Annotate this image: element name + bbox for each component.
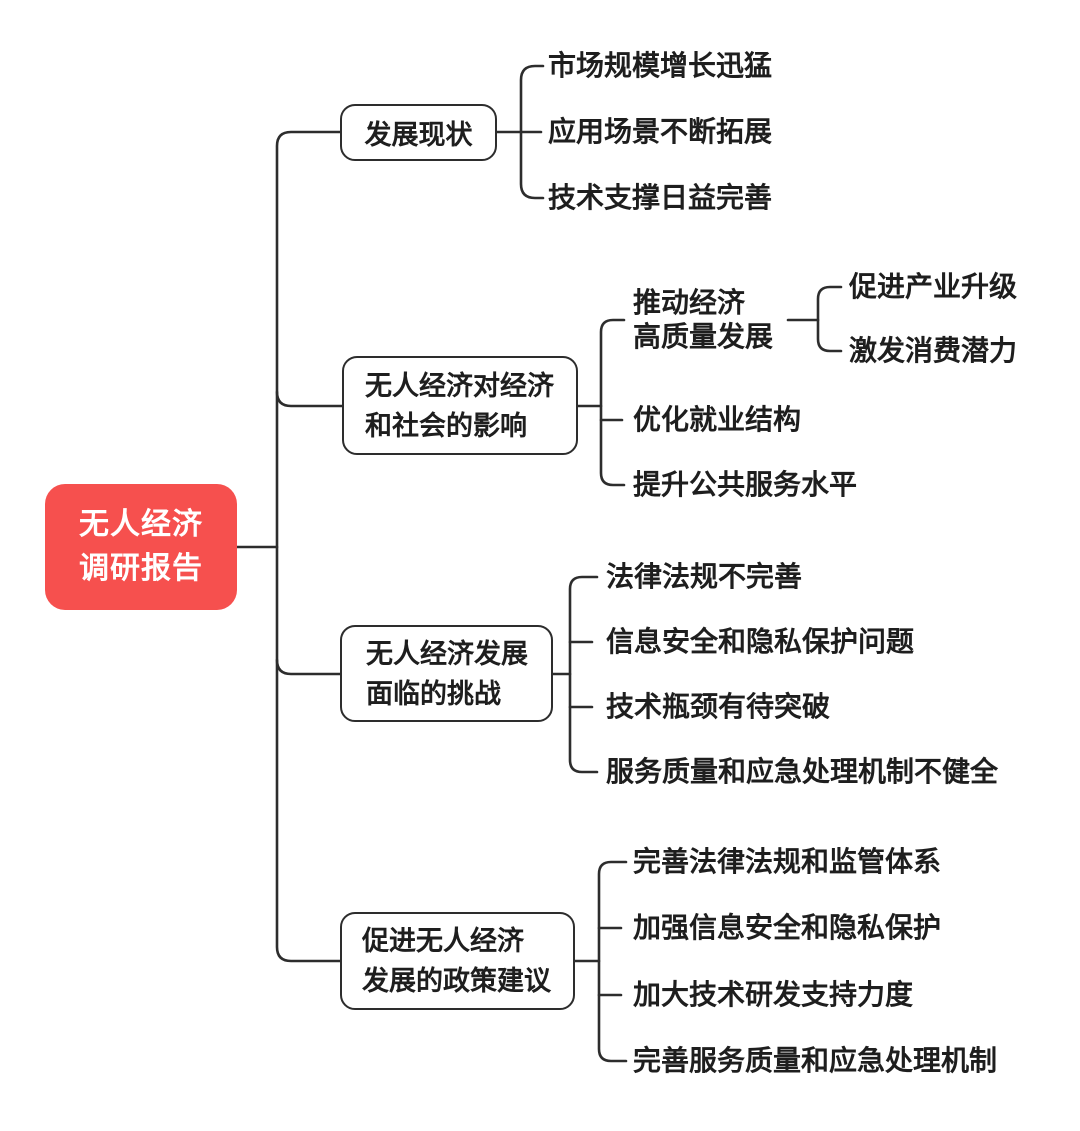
root-label-line1: 无人经济 — [79, 508, 203, 541]
branch-label-line1: 无人经济发展 — [366, 638, 528, 669]
leaf-consumption-potential[interactable]: 激发消费潜力 — [849, 335, 1018, 366]
leaf-laws-incomplete[interactable]: 法律法规不完善 — [606, 561, 803, 592]
leaf-security-privacy-issues[interactable]: 信息安全和隐私保护问题 — [606, 626, 915, 657]
leaf-strengthen-security-privacy[interactable]: 加强信息安全和隐私保护 — [633, 912, 942, 943]
leaf-public-services[interactable]: 提升公共服务水平 — [633, 469, 858, 500]
branch-label-line2: 发展的政策建议 — [362, 966, 551, 996]
connector-branch2-bracket — [599, 318, 626, 487]
connector-trunk-branch3 — [275, 658, 342, 676]
leaf-improve-service-emergency[interactable]: 完善服务质量和应急处理机制 — [633, 1045, 998, 1076]
branch-label-line1: 无人经济对经济 — [365, 370, 554, 401]
leaf-industry-upgrade[interactable]: 促进产业升级 — [849, 271, 1018, 302]
branch-node-development-status[interactable]: 发展现状 — [340, 104, 497, 161]
leaf-high-quality-development[interactable]: 推动经济 高质量发展 — [633, 287, 774, 352]
root-label-line2: 调研报告 — [79, 552, 203, 585]
branch-label-line2: 和社会的影响 — [365, 410, 527, 441]
connector-trunk — [275, 130, 342, 963]
root-node[interactable]: 无人经济 调研报告 — [45, 484, 237, 610]
leaf-tech-support[interactable]: 技术支撑日益完善 — [548, 182, 773, 213]
connector-subbranch-bracket — [816, 285, 843, 353]
leaf-employment-structure[interactable]: 优化就业结构 — [633, 404, 802, 435]
leaf-increase-rnd-support[interactable]: 加大技术研发支持力度 — [633, 979, 914, 1010]
leaf-service-quality-emergency[interactable]: 服务质量和应急处理机制不健全 — [606, 756, 999, 787]
branch-node-challenges[interactable]: 无人经济发展 面临的挑战 — [340, 625, 553, 722]
connector-trunk-branch2 — [275, 390, 344, 408]
connector-branch4-bracket — [597, 860, 628, 1063]
leaf-tech-bottleneck[interactable]: 技术瓶颈有待突破 — [606, 691, 831, 722]
leaf-market-growth[interactable]: 市场规模增长迅猛 — [548, 50, 773, 81]
branch-label: 发展现状 — [364, 120, 473, 150]
branch-label-line1: 促进无人经济 — [362, 926, 524, 956]
branch-node-economic-social-impact[interactable]: 无人经济对经济 和社会的影响 — [342, 356, 578, 455]
branch-node-policy-suggestions[interactable]: 促进无人经济 发展的政策建议 — [340, 912, 575, 1010]
leaf-application-scenarios[interactable]: 应用场景不断拓展 — [548, 116, 773, 147]
branch-label-line2: 面临的挑战 — [366, 678, 501, 709]
connector-branch3-bracket — [568, 575, 599, 774]
leaf-improve-laws-regulation[interactable]: 完善法律法规和监管体系 — [633, 846, 942, 877]
